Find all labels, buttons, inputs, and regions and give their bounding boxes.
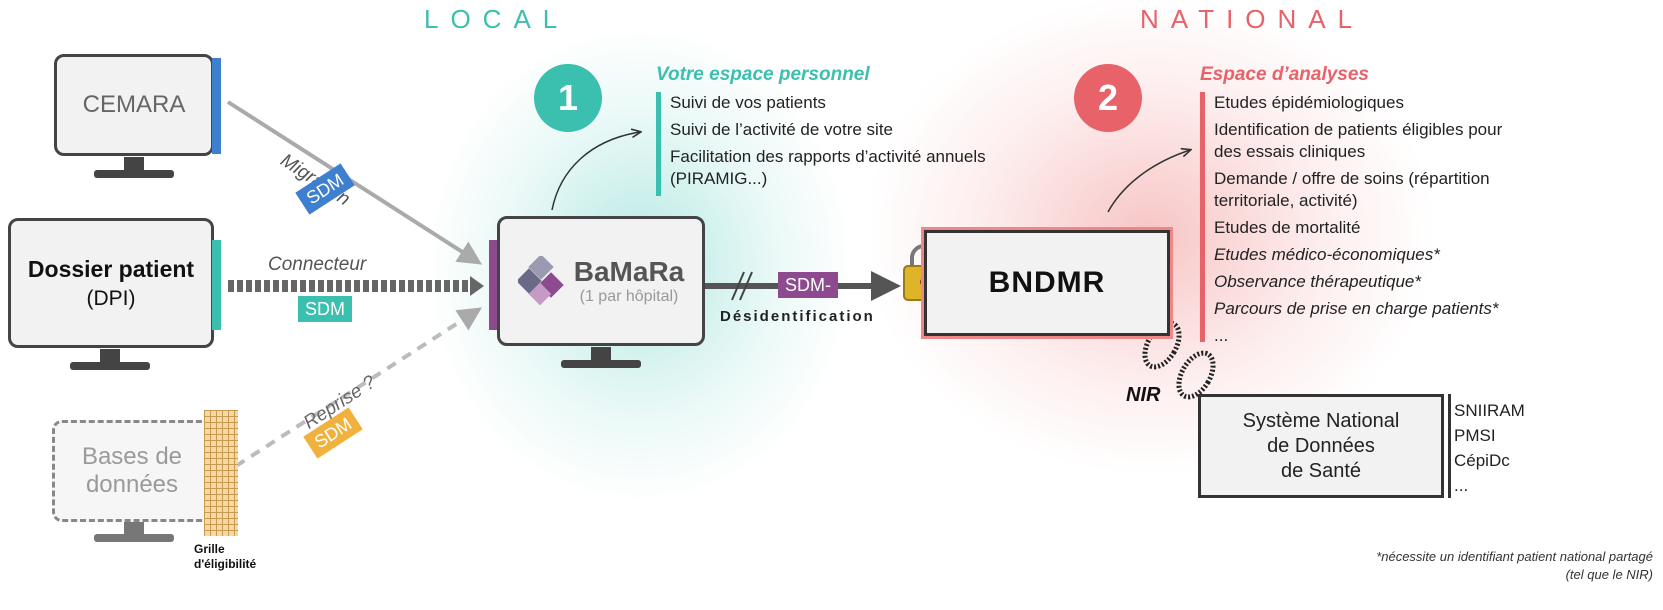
bases-line1: Bases de <box>81 443 183 470</box>
local-curve-arrow <box>551 132 640 211</box>
snds-box: Système National de Données de Santé <box>1198 394 1444 498</box>
list-item: Observance thérapeutique* <box>1214 272 1421 291</box>
list-item: ... <box>1454 476 1469 495</box>
desident-label: Désidentification <box>720 308 875 325</box>
national-section-bar <box>1200 92 1205 342</box>
cemara-label: CEMARA <box>82 91 186 118</box>
local-zone-title: LOCAL <box>424 4 570 34</box>
snds-list: SNIIRAM PMSI CépiDc ... <box>1454 398 1525 498</box>
grille-icon <box>204 410 238 536</box>
list-item: Etudes épidémiologiques <box>1214 93 1404 112</box>
list-item: ... <box>1214 326 1229 345</box>
nir-label: NIR <box>1126 384 1161 406</box>
local-section-bar <box>656 92 661 196</box>
national-zone-title: NATIONAL <box>1140 4 1365 34</box>
local-section-list: Suivi de vos patients Suivi de l’activit… <box>670 92 986 195</box>
list-item: Demande / offre de soins (répartition <box>1214 169 1490 188</box>
list-item: Etudes médico-économiques* <box>1214 245 1440 264</box>
list-item: Suivi de l’activité de votre site <box>670 120 893 139</box>
connecteur-label: Connecteur <box>268 254 367 275</box>
list-item: Etudes de mortalité <box>1214 218 1361 237</box>
bases-monitor: Bases de données <box>52 420 212 522</box>
grille-label: Grille d'éligibilité <box>194 542 257 571</box>
reprise-arrow <box>234 307 483 468</box>
cemara-tab <box>212 58 221 154</box>
list-item: CépiDc <box>1454 451 1510 470</box>
list-item: Suivi de vos patients <box>670 93 826 112</box>
list-item: Facilitation des rapports d’activité ann… <box>670 147 986 166</box>
connecteur-arrowhead <box>470 276 484 296</box>
dpi-tab <box>212 240 221 330</box>
cemara-monitor: CEMARA <box>54 54 214 156</box>
local-section-title: Votre espace personnel <box>656 64 870 85</box>
snds-line1: Système National <box>1242 409 1400 432</box>
national-section-title: Espace d’analyses <box>1200 64 1369 85</box>
national-curve-arrow <box>1107 150 1190 213</box>
list-item: PMSI <box>1454 426 1496 445</box>
local-step-badge: 1 <box>534 64 602 132</box>
dpi-title: Dossier patient <box>27 255 195 282</box>
snds-line2: de Données <box>1267 434 1375 457</box>
sdm-tag-connecteur: SDM <box>298 296 352 322</box>
list-item: des essais cliniques <box>1214 142 1366 161</box>
snds-divider <box>1448 394 1451 498</box>
snds-line3: de Santé <box>1280 459 1362 482</box>
bamara-tab <box>489 240 498 330</box>
list-item: Parcours de prise en charge patients* <box>1214 299 1499 318</box>
footnote: *nécessite un identifiant patient nation… <box>1376 549 1653 582</box>
bamara-sub: (1 par hôpital) <box>579 288 679 305</box>
list-item: SNIIRAM <box>1454 401 1525 420</box>
bamara-name: BaMaRa <box>573 256 685 287</box>
list-item: (PIRAMIG...) <box>670 169 768 188</box>
bamara-logo-icon <box>517 256 564 306</box>
bases-line2: données <box>85 471 179 498</box>
bamara-monitor: BaMaRa (1 par hôpital) <box>497 216 705 346</box>
bndmr-box: BNDMR <box>924 230 1170 336</box>
sdm-tag-desident: SDM- <box>778 272 838 298</box>
bndmr-label: BNDMR <box>988 266 1106 299</box>
national-section-list: Etudes épidémiologiques Identification d… <box>1214 92 1502 352</box>
dpi-monitor: Dossier patient (DPI) <box>8 218 214 348</box>
list-item: territoriale, activité) <box>1214 191 1358 210</box>
list-item: Identification de patients éligibles pou… <box>1214 120 1503 139</box>
national-step-badge: 2 <box>1074 64 1142 132</box>
dpi-subtitle: (DPI) <box>86 286 136 310</box>
